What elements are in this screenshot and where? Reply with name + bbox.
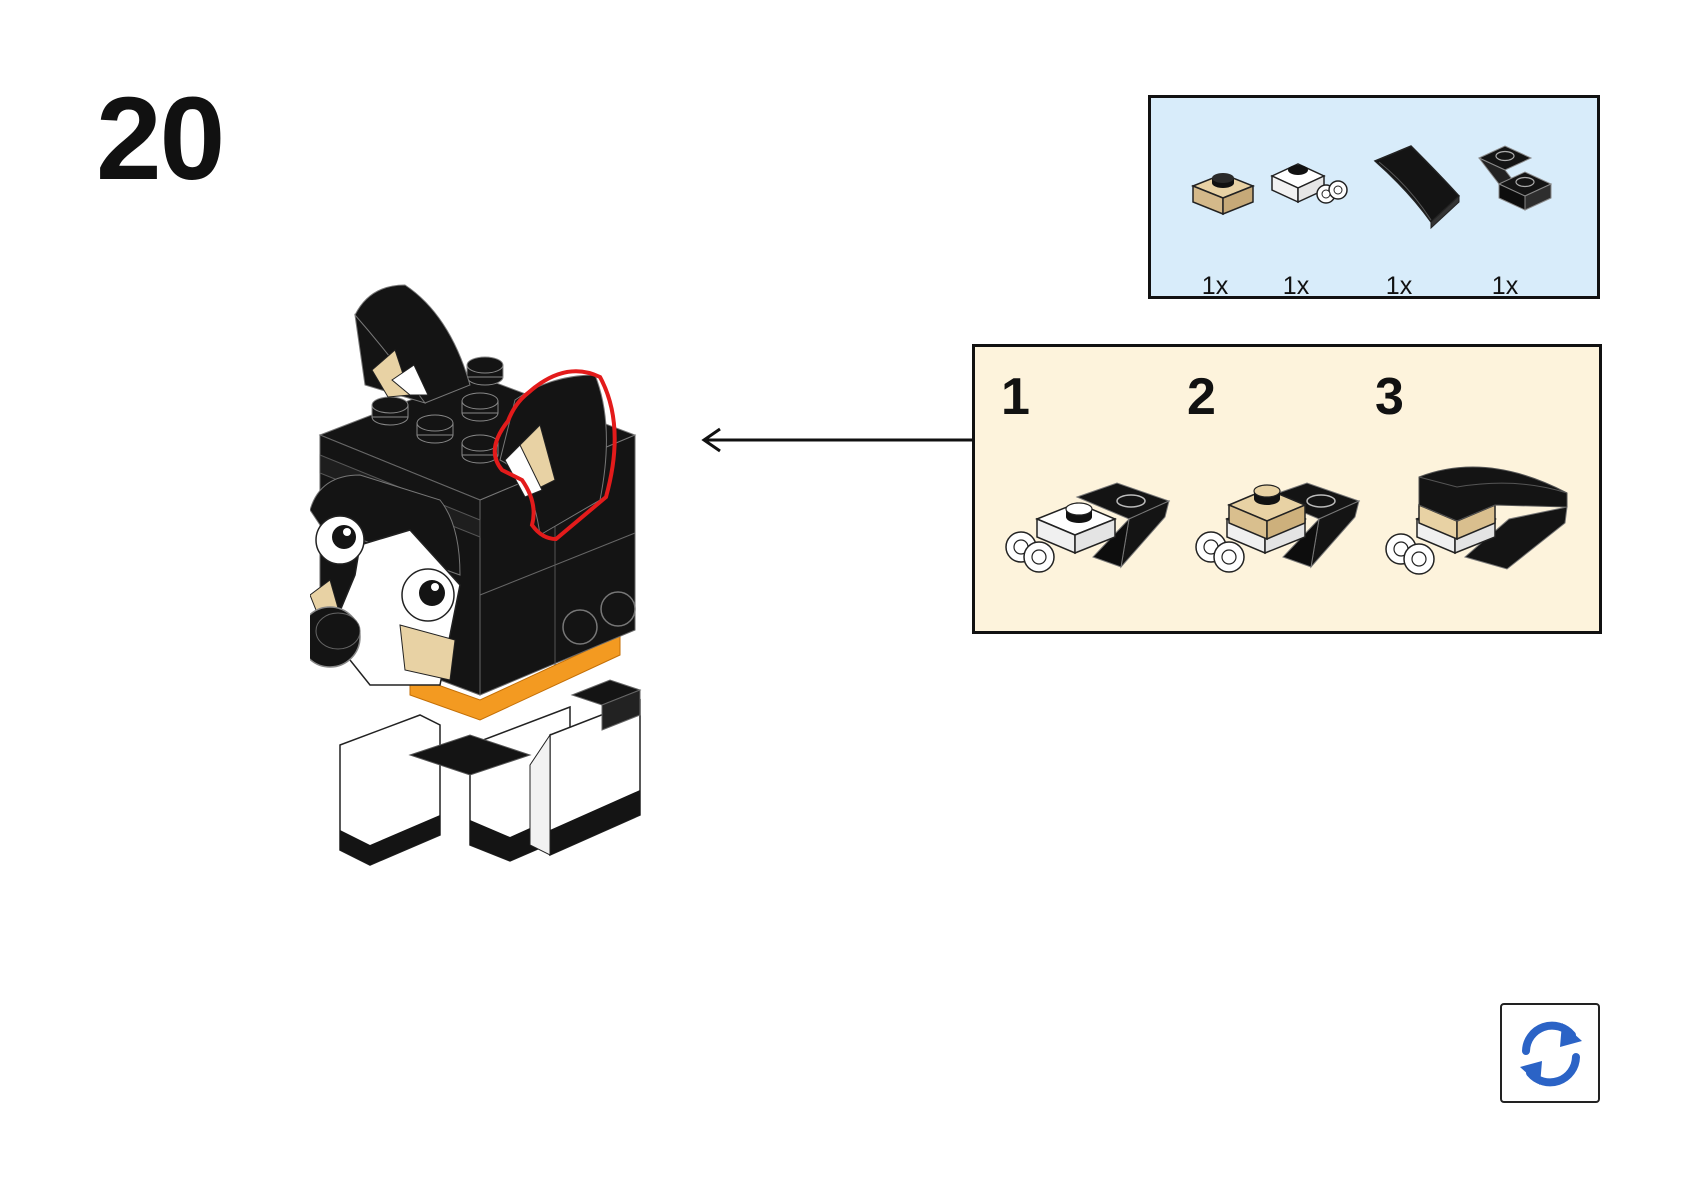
sub-assembly-box: 1 2 3 (972, 344, 1602, 634)
sub-step-number: 3 (1375, 368, 1404, 426)
highlight-outline (492, 369, 617, 542)
black-curved-slope-icon (1373, 145, 1461, 230)
rotate-model-icon (1520, 1021, 1582, 1087)
dog-model-illustration (310, 284, 642, 866)
sub-step-number: 2 (1187, 368, 1216, 426)
part-qty: 1x (1385, 272, 1413, 300)
rotate-model-button[interactable] (1500, 1003, 1600, 1103)
part-black-inverted-slope: 1x (1475, 136, 1565, 300)
sub-step-1-illustration (1005, 482, 1171, 573)
parts-list-box: 1x 1x 1x 1x (1148, 95, 1600, 300)
white-clip-plate-icon (1270, 163, 1348, 204)
step-number: 20 (96, 73, 225, 205)
part-white-clip-plate: 1x (1266, 136, 1356, 300)
part-qty: 1x (1491, 272, 1519, 300)
sub-step-3-illustration (1385, 466, 1568, 575)
tan-plate-icon (1190, 173, 1256, 216)
part-qty: 1x (1282, 272, 1310, 300)
sub-step-number: 1 (1001, 368, 1030, 426)
part-qty: 1x (1201, 272, 1229, 300)
placement-arrow (701, 427, 972, 453)
black-inverted-slope-icon (1477, 145, 1553, 211)
part-black-curved-slope: 1x (1369, 136, 1461, 300)
part-tan-plate: 1x (1185, 136, 1275, 300)
sub-step-2-illustration (1195, 482, 1361, 573)
